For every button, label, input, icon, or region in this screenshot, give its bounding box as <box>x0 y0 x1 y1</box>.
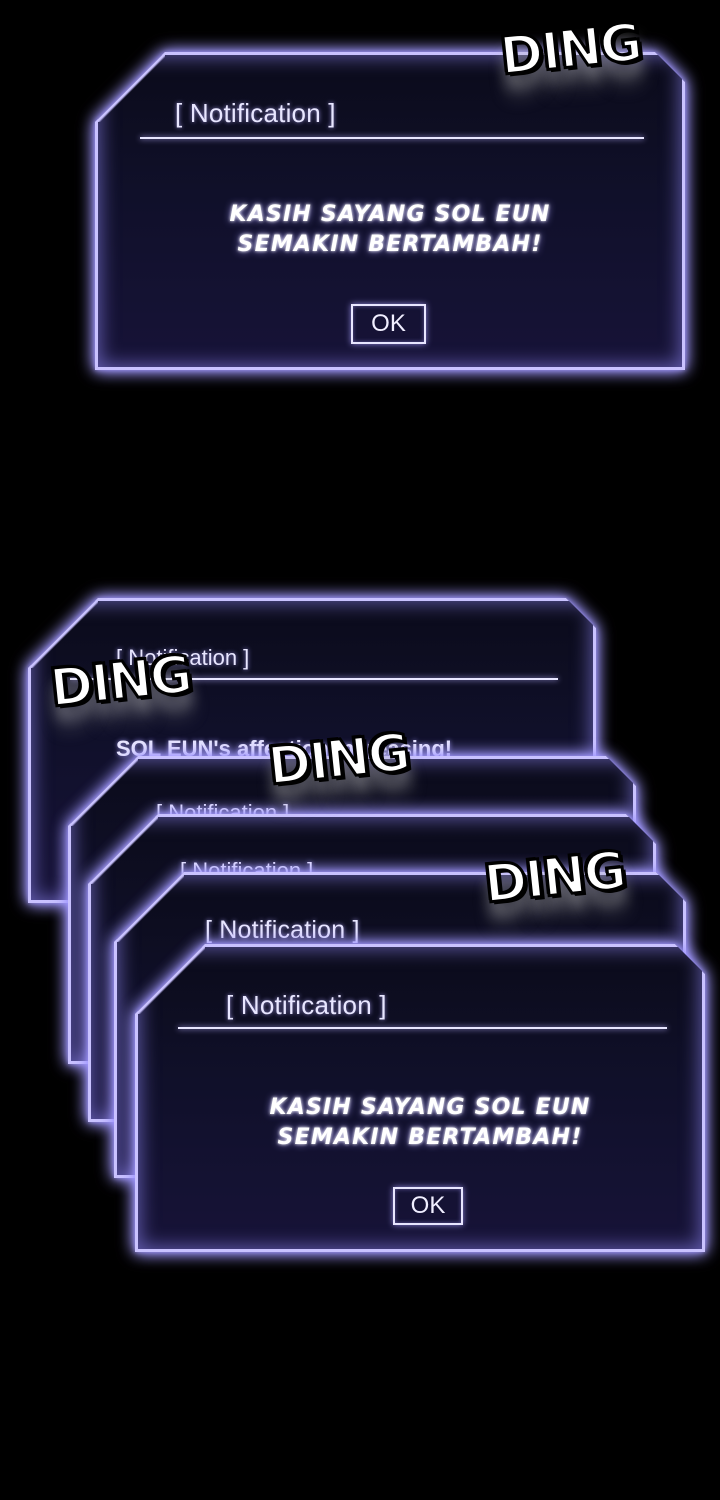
front-notification-panel <box>135 944 705 1252</box>
top-notification-divider <box>140 137 644 139</box>
stack-mid-title-3: [ Notification ] <box>205 916 360 944</box>
stack-back-title: [ Notification ] <box>116 645 250 670</box>
front-message-line-2: SEMAKIN BERTAMBAH! <box>277 1125 583 1150</box>
front-notification-dialog <box>135 944 705 1252</box>
top-message-line-2: SEMAKIN BERTAMBAH! <box>237 232 543 257</box>
top-notification-title: [ Notification ] <box>175 98 336 128</box>
front-notification-title: [ Notification ] <box>226 990 387 1020</box>
stack-back-divider <box>70 678 558 680</box>
top-message-line-1: KASIH SAYANG SOL EUN <box>229 202 551 227</box>
top-ok-button[interactable]: OK <box>351 304 426 344</box>
front-notification-divider <box>178 1027 667 1029</box>
front-ok-button[interactable]: OK <box>393 1187 463 1225</box>
front-message-line-1: KASIH SAYANG SOL EUN <box>269 1095 591 1120</box>
top-notification-dialog <box>95 52 685 370</box>
front-notification-message: KASIH SAYANG SOL EUN SEMAKIN BERTAMBAH! <box>190 1093 670 1153</box>
top-notification-message: KASIH SAYANG SOL EUN SEMAKIN BERTAMBAH! <box>150 200 630 260</box>
